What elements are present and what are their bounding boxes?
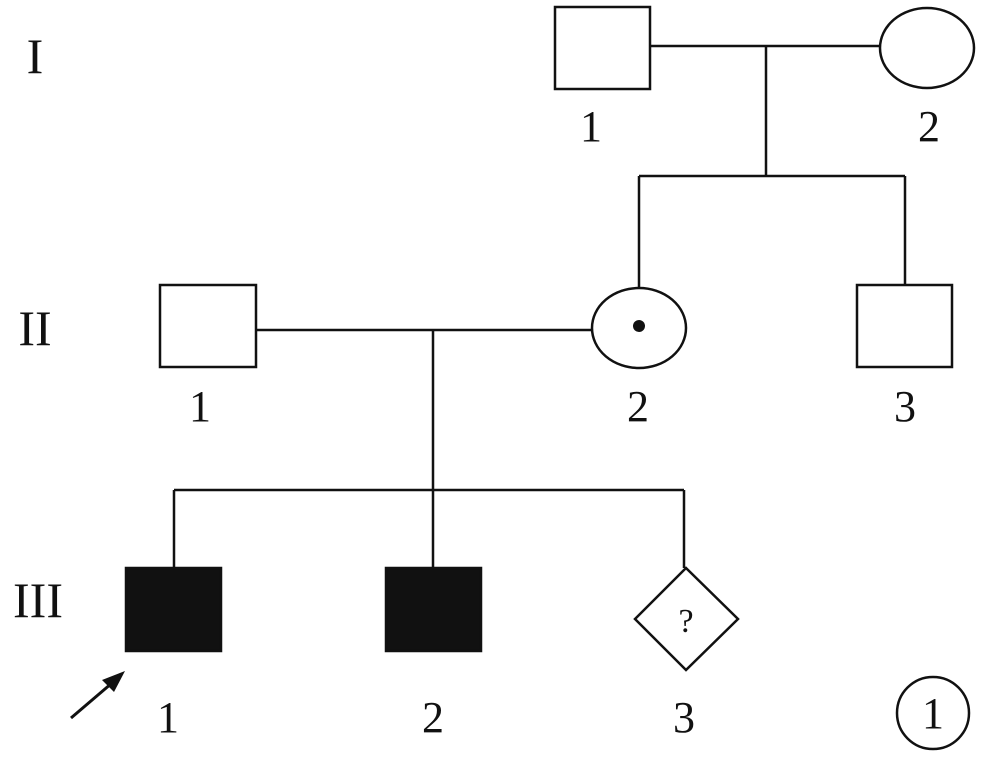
individual-II-2: 2 <box>590 286 688 431</box>
individual-number: 3 <box>673 693 695 742</box>
individual-number: 2 <box>918 102 940 151</box>
individual-number: 2 <box>422 693 444 742</box>
individual-number: 2 <box>627 382 649 431</box>
unknown-mark: ? <box>678 603 693 640</box>
individual-number: 1 <box>580 102 602 151</box>
generation-label-I: I <box>27 28 44 84</box>
generation-label-II: II <box>18 300 51 356</box>
individual-number: 1 <box>189 382 211 431</box>
individual-number: 3 <box>894 382 916 431</box>
female-symbol <box>878 6 976 90</box>
affected-male-symbol <box>384 566 483 653</box>
male-symbol <box>855 283 954 369</box>
affected-male-symbol <box>124 566 223 653</box>
connection-lines <box>172 44 907 568</box>
unknown-sex-diamond <box>633 566 740 672</box>
individual-II-3: 3 <box>855 283 954 431</box>
individual-III-1: 1 <box>70 566 223 742</box>
individual-III-3: ? 3 <box>633 566 740 742</box>
figure-label: 1 <box>895 675 971 751</box>
figure-label-circle <box>895 675 971 751</box>
figure-label-number: 1 <box>922 689 944 738</box>
male-symbol <box>553 5 652 91</box>
individual-I-1: 1 <box>553 5 652 151</box>
individual-III-2: 2 <box>384 566 483 742</box>
individual-I-2: 2 <box>878 6 976 151</box>
carrier-dot <box>633 320 645 332</box>
male-symbol <box>158 283 258 369</box>
generation-label-III: III <box>13 572 63 628</box>
individual-II-1: 1 <box>158 283 258 431</box>
individual-number: 1 <box>157 693 179 742</box>
proband-arrow-icon <box>70 671 125 720</box>
